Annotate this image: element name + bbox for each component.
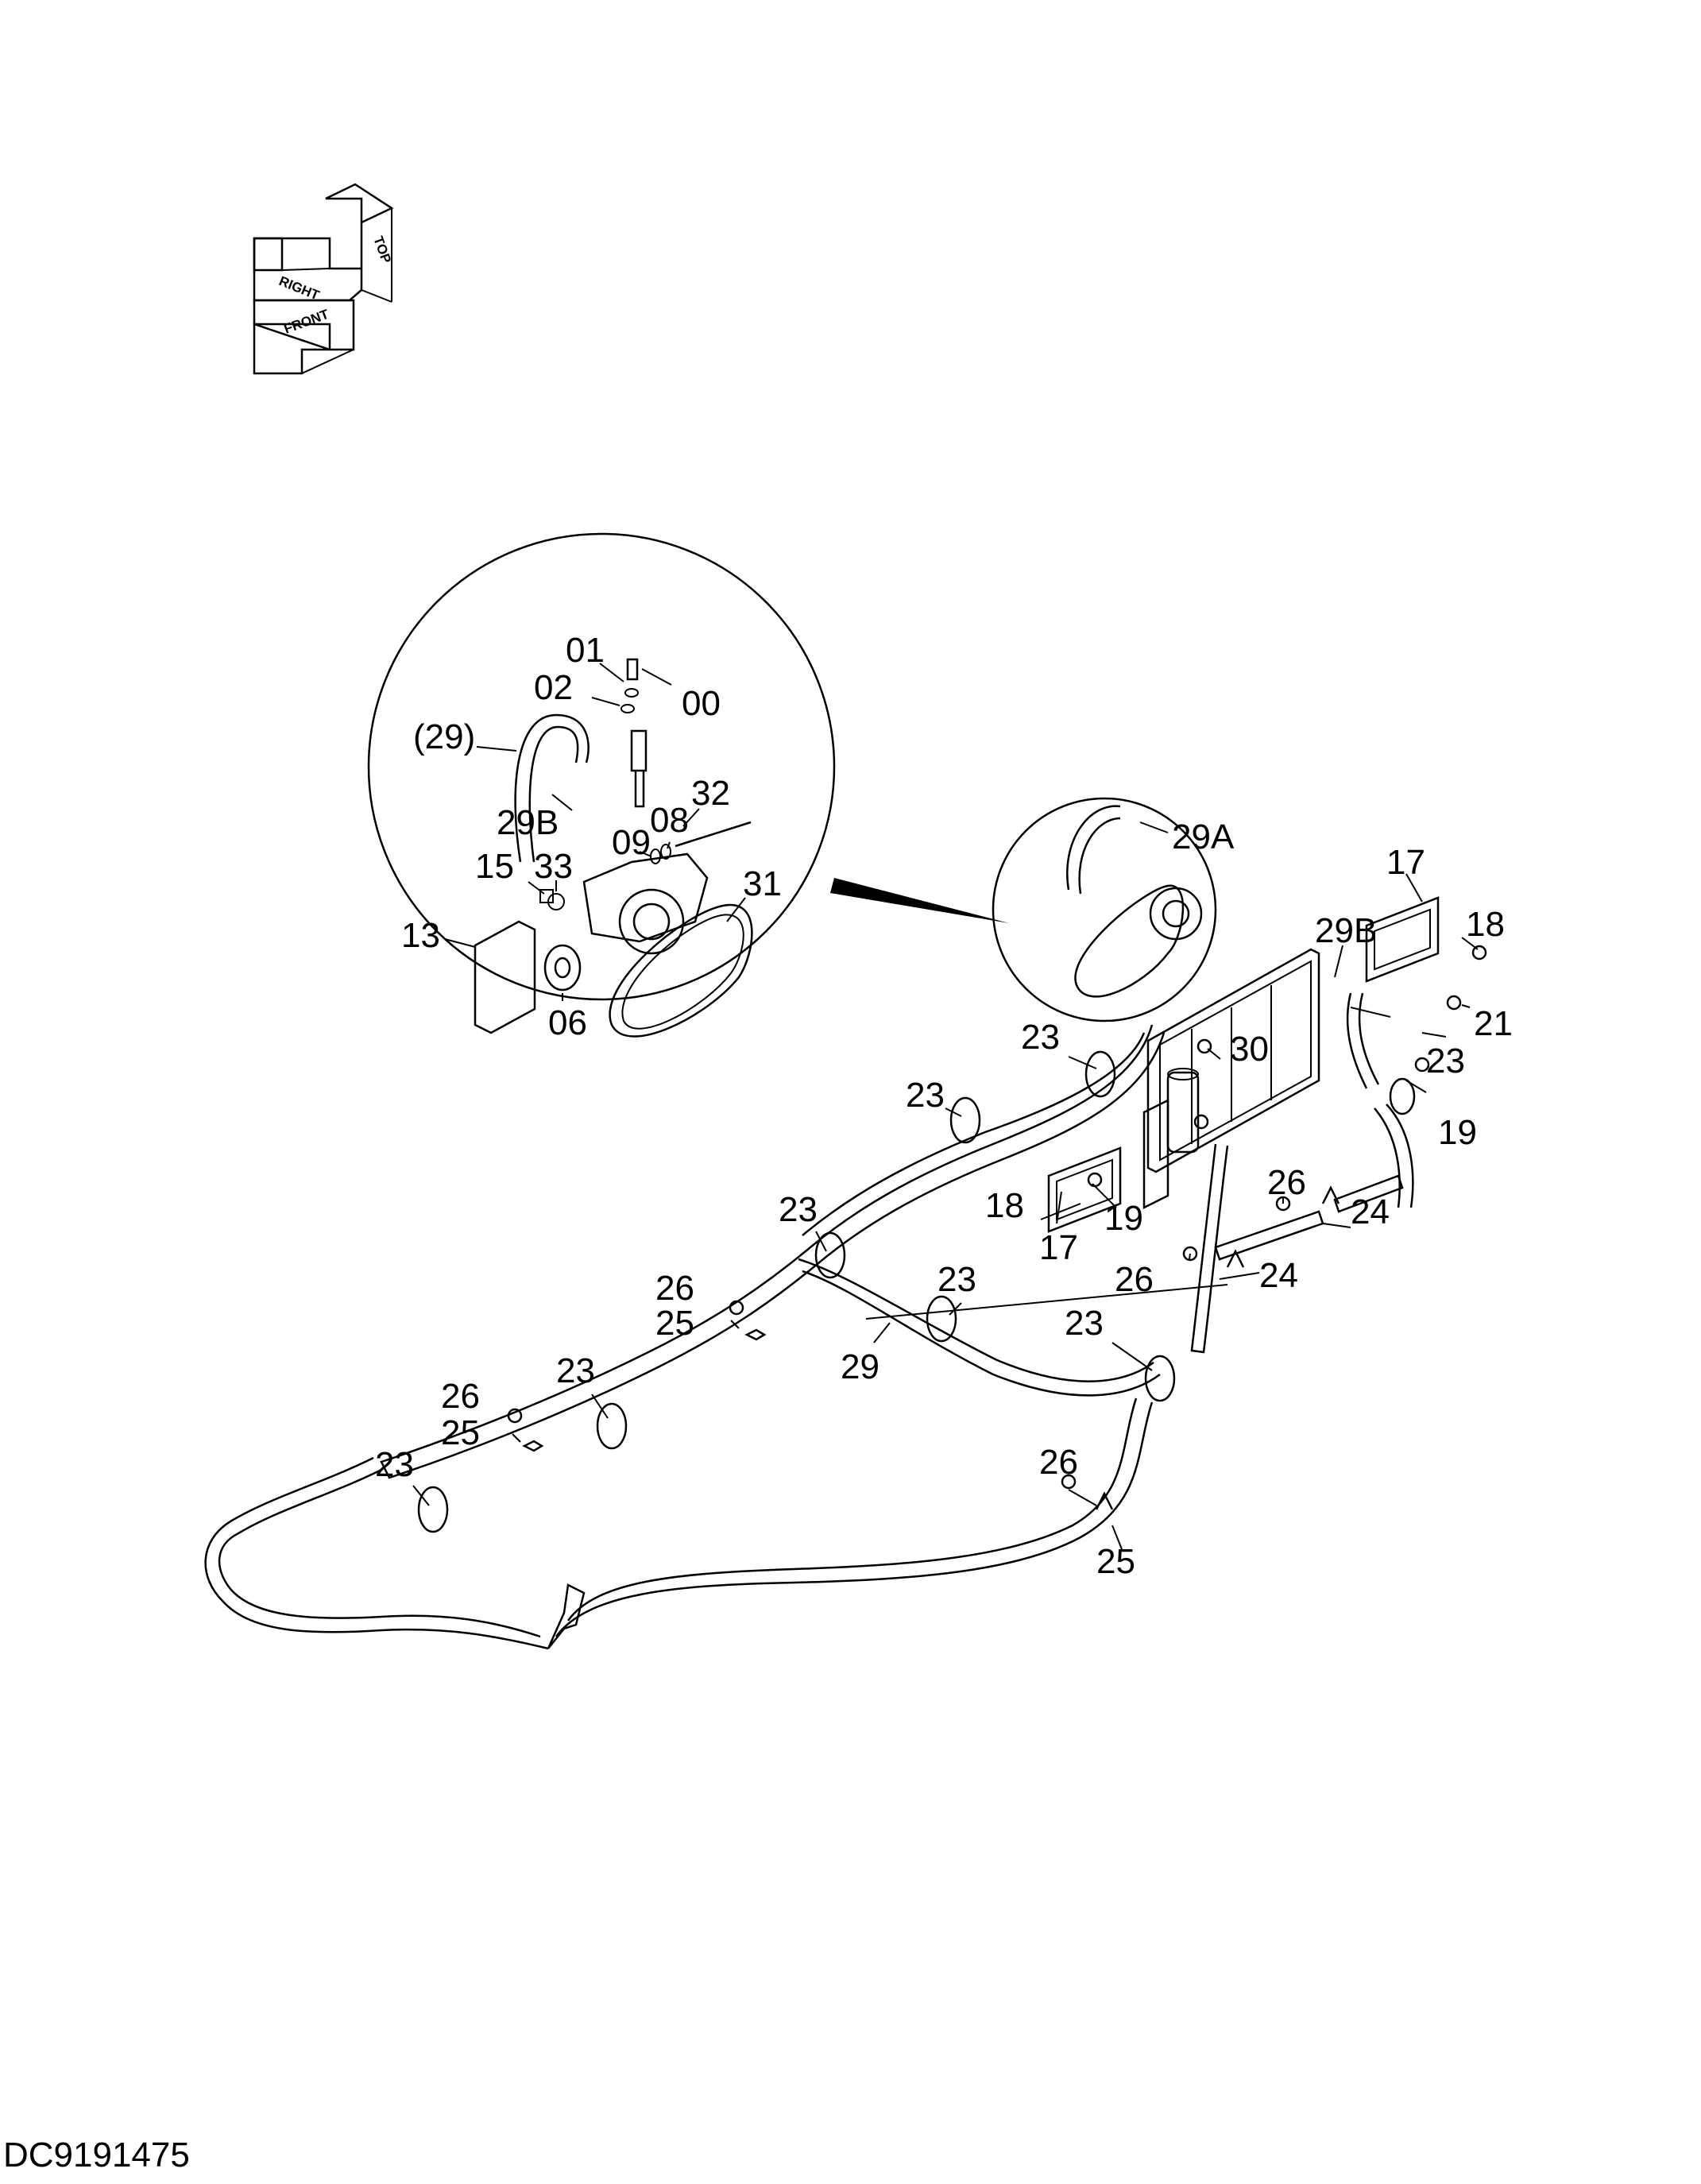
callout-15: 15 [475,847,514,886]
callout-23-e: 23 [1065,1304,1104,1343]
callout-19-right: 19 [1438,1113,1477,1152]
callout-23-right: 23 [1426,1042,1465,1080]
callout-23-f: 23 [556,1351,595,1390]
callout-26-e: 26 [1039,1443,1078,1482]
callout-26-a: 26 [1267,1163,1306,1202]
bracket-17-right [1365,896,1440,983]
callout-24-b: 24 [1259,1256,1298,1295]
condenser [1146,948,1320,1173]
orientation-indicator: TOP RIGHT FRONT [253,183,394,375]
callout-09: 09 [612,823,651,862]
callout-23-a: 23 [1021,1018,1060,1057]
drawing-code: DC9191475 [3,2136,190,2174]
detail-pointer [830,878,1009,923]
callout-17-top: 17 [1386,843,1425,882]
callout-32: 32 [691,774,730,813]
callout-01: 01 [566,631,605,670]
callout-31: 31 [743,864,782,903]
callout-21: 21 [1474,1004,1513,1043]
leader-lines [412,873,1479,1550]
callout-25-c: 25 [1096,1542,1135,1581]
detail-view-small [992,797,1217,1022]
callout-26-d: 26 [441,1377,480,1416]
callout-19-left: 19 [1104,1199,1143,1238]
callout-25-a: 25 [655,1304,694,1343]
callout-17-bottom: 17 [1039,1228,1078,1267]
bracket-17-left [1047,1146,1122,1233]
callout-23-b: 23 [906,1076,945,1115]
callout-29-paren: (29) [413,717,475,756]
callout-18-left: 18 [985,1186,1024,1225]
callout-23-c: 23 [779,1190,818,1229]
callout-06: 06 [548,1003,587,1042]
callout-29a: 29A [1172,818,1235,856]
callout-33: 33 [534,847,573,886]
callout-29b-detail: 29B [497,803,559,842]
callout-18-right: 18 [1466,905,1505,944]
callout-30: 30 [1230,1030,1269,1069]
label-front: FRONT [282,307,331,337]
callout-23-g: 23 [375,1445,414,1484]
label-right: RIGHT [277,273,323,303]
bolts [507,945,1487,1490]
callout-26-b: 26 [1115,1260,1154,1299]
callout-24-a: 24 [1351,1193,1390,1231]
callout-29b: 29B [1315,911,1377,950]
callout-08: 08 [650,801,689,840]
callout-13: 13 [401,916,440,955]
callout-29: 29 [841,1347,879,1386]
callout-02: 02 [534,668,573,707]
callout-00: 00 [682,684,721,723]
callout-labels: 01 02 00 (29) 29B 32 08 09 15 33 31 13 0… [375,631,1513,1581]
callout-26-c: 26 [655,1269,694,1308]
receiver-drier [1142,1068,1200,1210]
callout-23-d: 23 [937,1260,976,1299]
label-top: TOP [370,234,394,265]
detail-view-compressor [367,532,1009,1038]
callout-25-b: 25 [441,1413,480,1452]
clamps [417,1050,1416,1533]
